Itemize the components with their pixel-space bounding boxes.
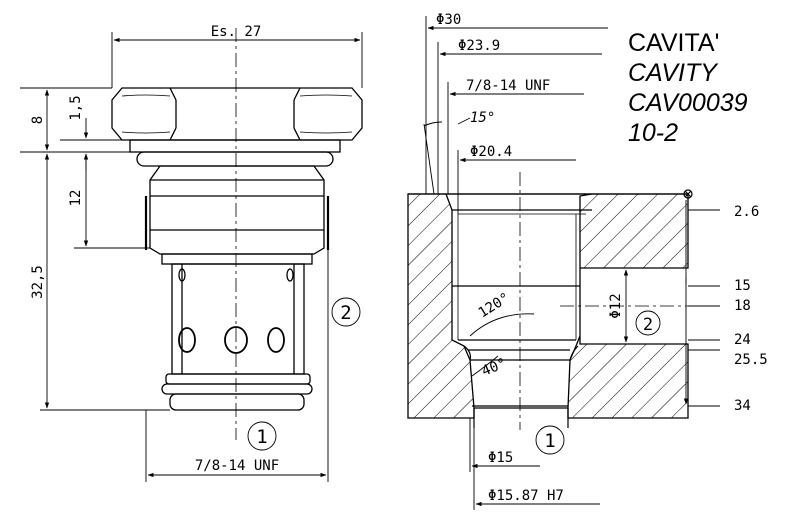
- cartridge-port-1-circle: [247, 421, 277, 451]
- cavity-port-2-circle: [635, 310, 661, 336]
- cartridge-body: [144, 165, 330, 411]
- dia-15-87-label: Φ15.87 H7: [488, 488, 564, 504]
- surface-marker-icon: [683, 189, 693, 199]
- cavity-port-1-label: 1: [544, 430, 555, 452]
- cavity-view: [407, 172, 700, 430]
- flange-oring: [129, 139, 341, 167]
- angle-15-label: 15°: [470, 110, 495, 126]
- title-line-cavita: CAVITA': [628, 29, 720, 57]
- cartridge-thread-label: 7/8-14 UNF: [195, 458, 279, 474]
- title-line-size: 10-2: [628, 119, 679, 147]
- hex-nut: [111, 87, 363, 141]
- cartridge-port-1-label: 1: [256, 426, 267, 448]
- angle-120-label: 120°: [476, 290, 513, 321]
- hex-height-label: 8: [30, 116, 46, 124]
- seat-height-label: 12: [68, 190, 84, 207]
- depth-18-label: 18: [734, 298, 751, 314]
- dia-12-label: Φ12: [608, 293, 624, 318]
- cartridge-dimension-labels: Es. 27 8 1,5 12 32,5 7/8-14 UNF 2 1: [30, 24, 352, 474]
- depth-15-label: 15: [734, 278, 751, 294]
- title-block: CAVITA' CAVITY CAV00039 10-2: [628, 28, 798, 148]
- depth-2-6-label: 2.6: [734, 204, 759, 220]
- title-line-cavity: CAVITY: [628, 59, 717, 87]
- hex-width-label: Es. 27: [211, 24, 262, 40]
- title-line-code: CAV00039: [628, 89, 748, 117]
- cavity-thread-label: 7/8-14 UNF: [466, 78, 550, 94]
- depth-24-label: 24: [734, 332, 751, 348]
- dia-20-4-label: Φ20.4: [470, 144, 512, 160]
- flange-height-label: 1,5: [68, 95, 84, 120]
- angle-40-label: 40°: [480, 355, 509, 379]
- cavity-dimension-labels: Φ30 Φ23.9 7/8-14 UNF 15° Φ20.4 120° 40° …: [436, 12, 768, 504]
- cavity-port-2-label: 2: [643, 315, 653, 335]
- dia-23-9-label: Φ23.9: [458, 38, 500, 54]
- dia-15-label: Φ15: [488, 450, 513, 466]
- cartridge-port-2-label: 2: [340, 302, 351, 324]
- cartridge-port-2-circle: [331, 297, 361, 327]
- cartridge-dimensions: [20, 32, 363, 482]
- cartridge-view: [111, 28, 363, 440]
- cavity-dimensions: [423, 16, 720, 510]
- cavity-port-1-circle: [535, 425, 565, 455]
- depth-25-5-label: 25.5: [734, 352, 768, 368]
- depth-34-label: 34: [734, 398, 751, 414]
- total-length-label: 32,5: [30, 265, 46, 299]
- dia-30-label: Φ30: [436, 12, 461, 28]
